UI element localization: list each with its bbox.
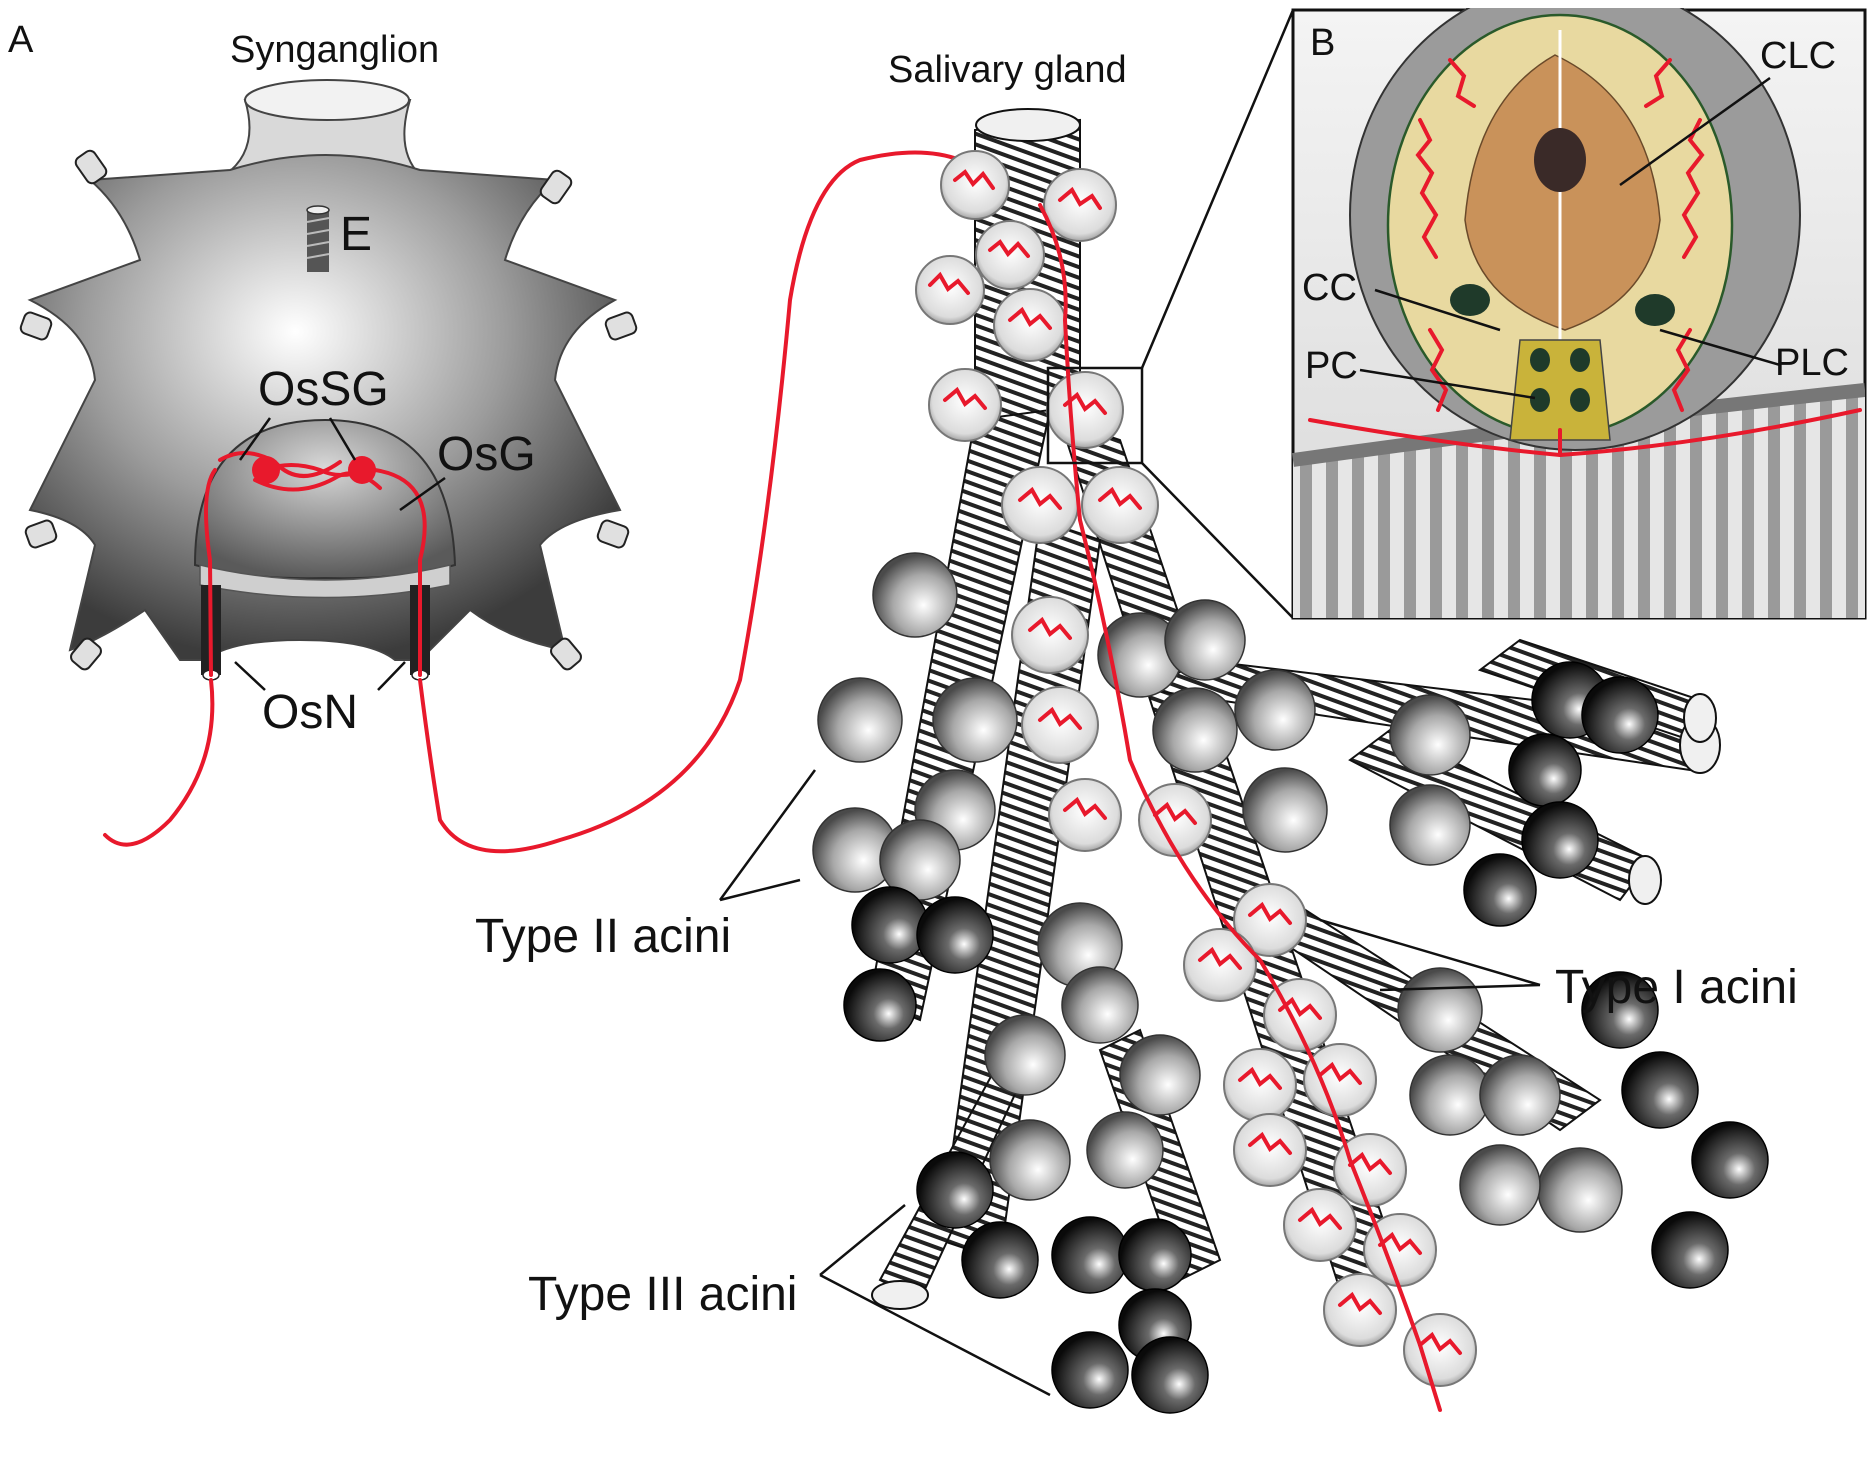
type-i-leader-lines <box>1319 918 1541 992</box>
salivary-nerve <box>418 150 962 854</box>
pc-leader-line <box>1359 368 1536 400</box>
esophagus-tube <box>306 205 330 272</box>
esophagus-label: E <box>340 208 372 261</box>
zoom-connector-lines <box>1140 9 1295 619</box>
ossg-neurons <box>204 451 427 677</box>
clc-label: CLC <box>1760 35 1836 77</box>
type-ii-acini <box>812 552 1623 1233</box>
osn-label: OsN <box>262 686 358 739</box>
type-ii-leader-lines <box>718 769 817 902</box>
type-i-innervation <box>928 169 1462 1355</box>
cc-label: CC <box>1302 267 1357 309</box>
synganglion-label: Synganglion <box>230 29 439 71</box>
type-iii-acini <box>843 661 1769 1414</box>
plc-leader-line <box>1659 328 1781 367</box>
ossg-label: OsSG <box>258 363 389 416</box>
osg-label: OsG <box>437 428 536 481</box>
cc-leader-line <box>1374 288 1501 332</box>
zoom-box <box>1046 366 1144 465</box>
panel-label-a: A <box>8 19 34 61</box>
osg-leader-line <box>399 476 446 512</box>
plc-label: PLC <box>1775 342 1849 384</box>
type-i-acini-label: Type I acini <box>1555 961 1798 1014</box>
type-ii-acini-label: Type II acini <box>475 910 731 963</box>
osn-leader-lines <box>234 661 406 691</box>
pc-label: PC <box>1305 345 1358 387</box>
clc-leader-line <box>1619 76 1771 187</box>
salivary-gland-label: Salivary gland <box>888 49 1127 91</box>
type-iii-leader-lines <box>819 1204 1051 1397</box>
panel-label-b: B <box>1310 22 1335 64</box>
type-iii-acini-label: Type III acini <box>528 1268 797 1321</box>
synganglion: E <box>19 79 638 847</box>
inset-panel: B CLC CC PC PLC <box>1291 8 1867 620</box>
salivary-gland <box>812 108 1769 1414</box>
ossg-leader-lines <box>238 417 357 461</box>
